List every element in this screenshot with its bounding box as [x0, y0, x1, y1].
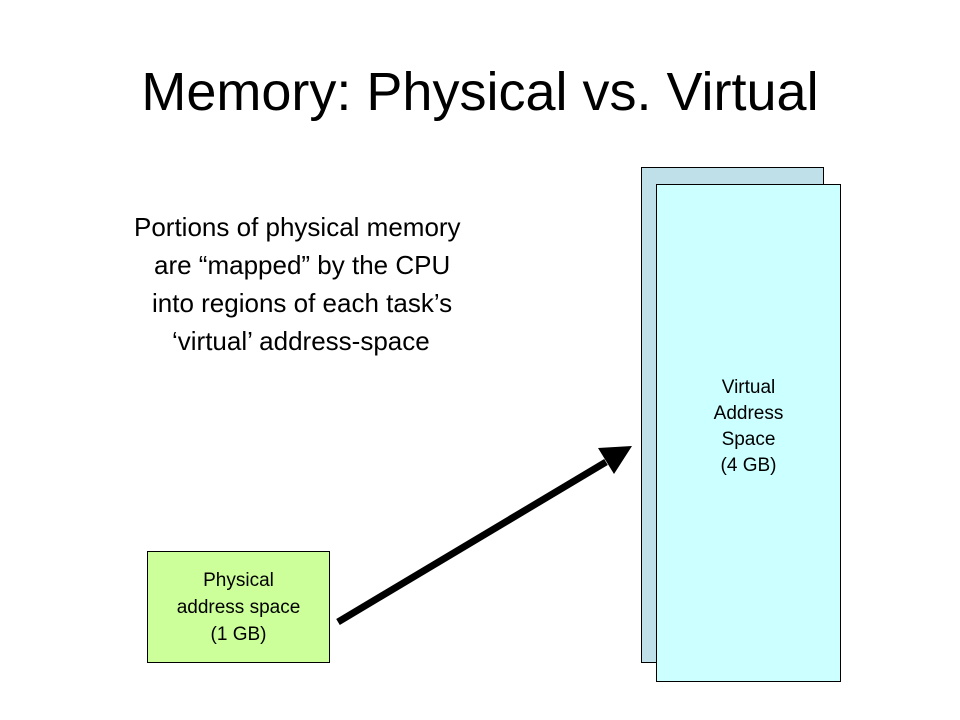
virtual-label-line-1: Virtual: [721, 377, 776, 398]
physical-address-space-box: Physical address space (1 GB): [147, 551, 330, 663]
caption-line-2: are “mapped” by the CPU: [154, 250, 451, 280]
virtual-label-line-2: Address: [713, 403, 784, 424]
physical-label-line-2: address space: [176, 597, 301, 618]
virtual-label-line-4: (4 GB): [720, 455, 777, 476]
caption-line-4: ‘virtual’ address-space: [172, 326, 430, 356]
caption-line-1: Portions of physical memory: [134, 212, 461, 242]
virtual-address-space-label: Virtual Address Space (4 GB): [657, 375, 840, 479]
mapping-description: Portions of physical memory are “mapped”…: [110, 208, 570, 360]
caption-line-3: into regions of each task’s: [152, 288, 453, 318]
physical-address-space-label: Physical address space (1 GB): [148, 567, 329, 648]
physical-label-line-1: Physical: [203, 570, 274, 591]
slide-title: Memory: Physical vs. Virtual: [141, 62, 819, 122]
physical-label-line-3: (1 GB): [210, 624, 267, 645]
virtual-address-space-box: Virtual Address Space (4 GB): [656, 184, 841, 682]
mapping-arrow-head: [598, 446, 632, 474]
mapping-arrow-shaft: [336, 458, 608, 626]
virtual-label-line-3: Space: [721, 429, 776, 450]
